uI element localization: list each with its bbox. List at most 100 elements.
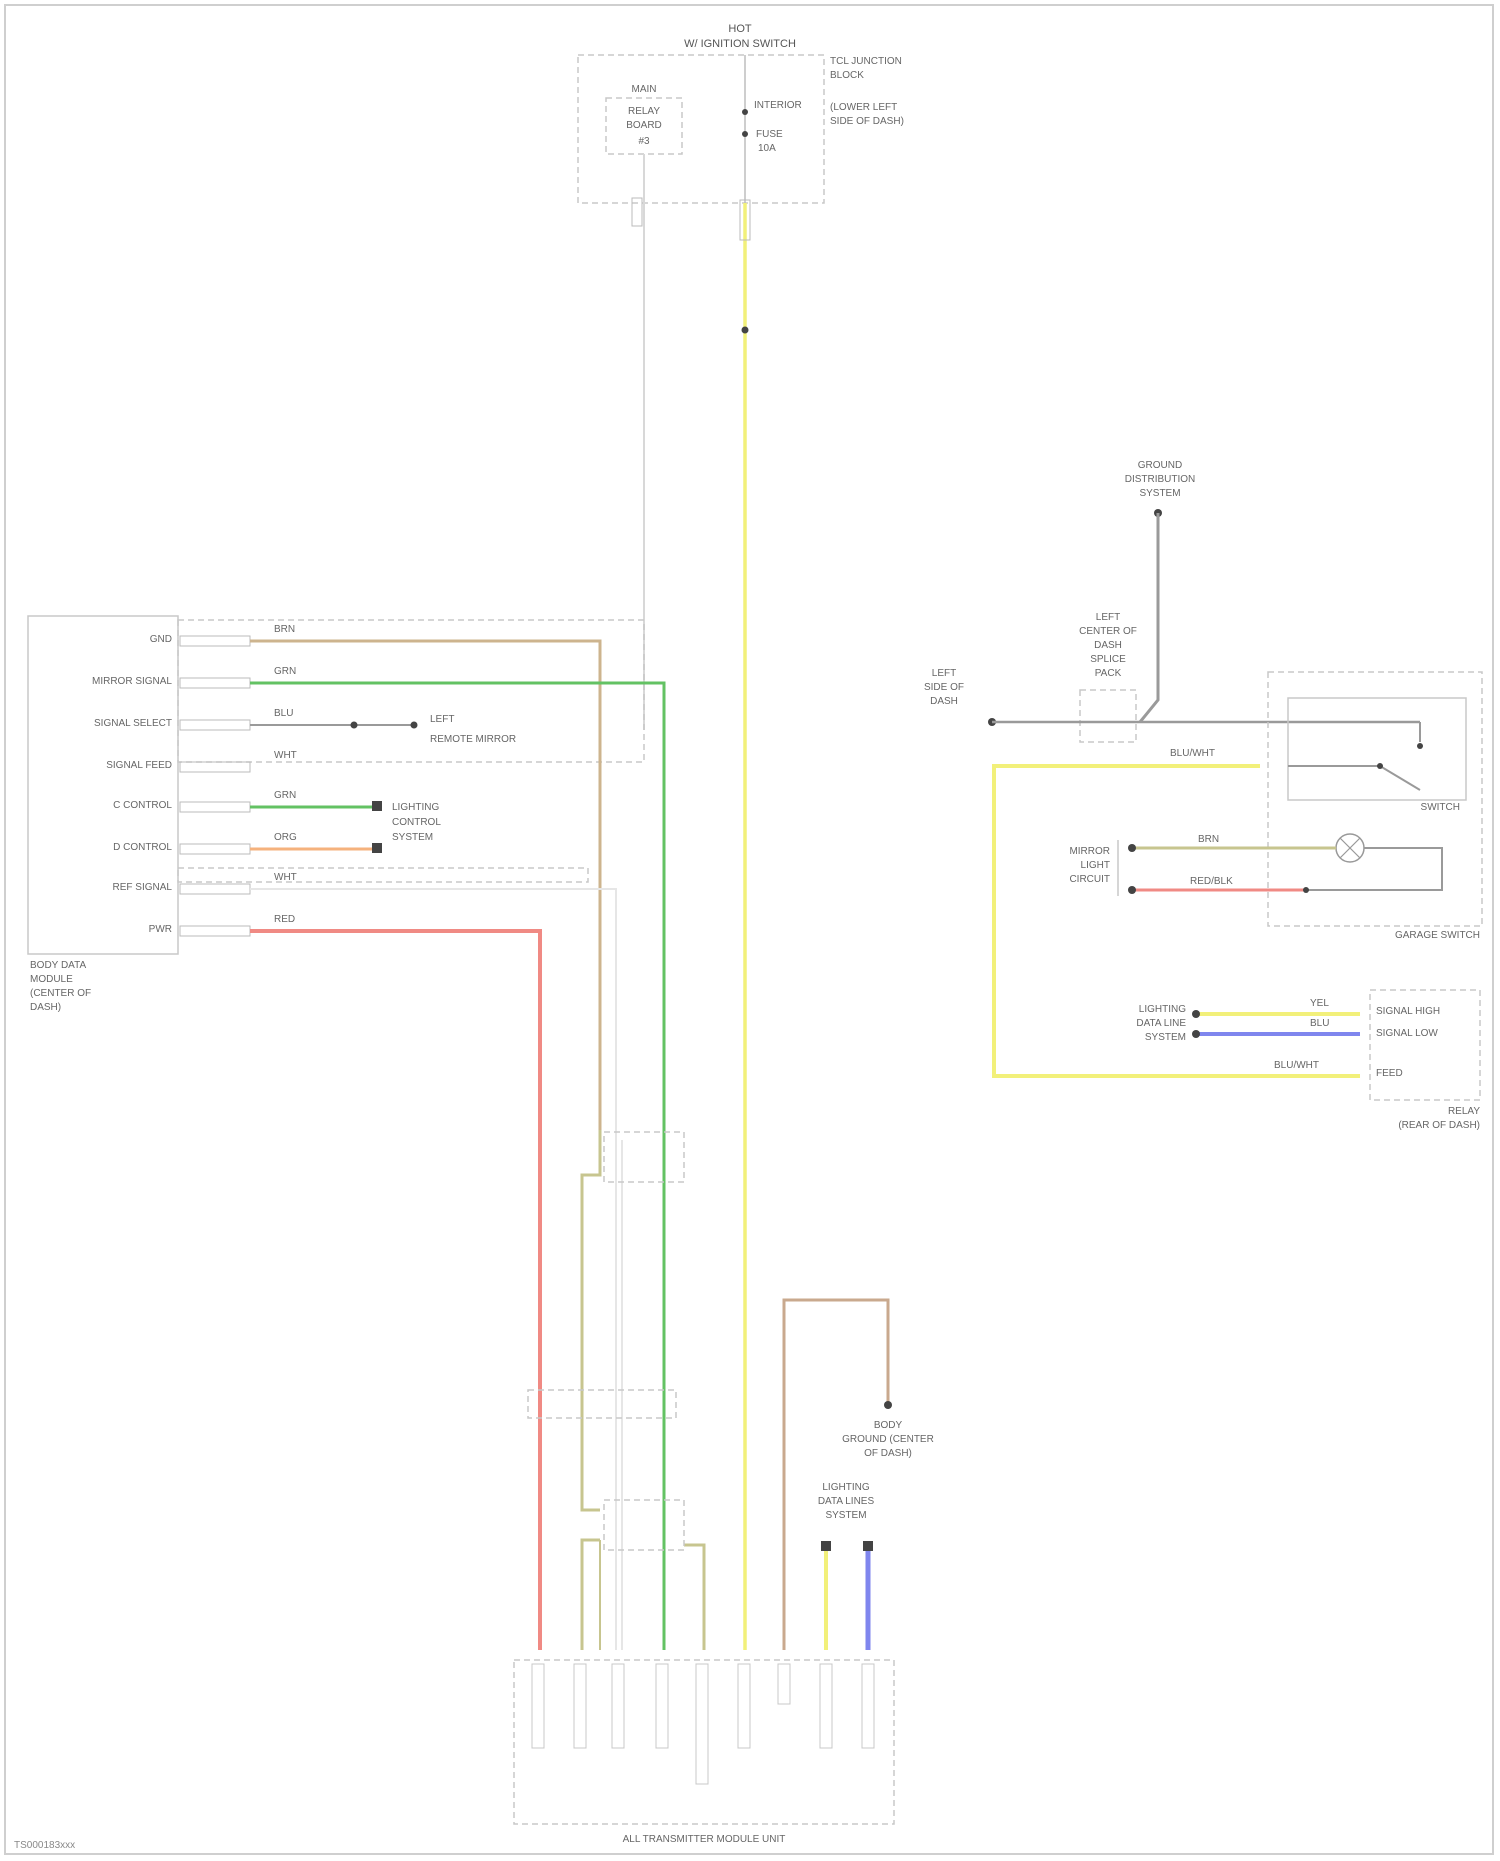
fuse-label-3: 10A (758, 143, 776, 154)
fuse-box-right-label-2: BLOCK (830, 70, 864, 81)
pin-label: PWR (149, 924, 172, 935)
lighting-label-1: LIGHTING (822, 1482, 869, 1493)
pin-wire-label: BRN (274, 624, 295, 635)
left-ground-label-3: DASH (930, 696, 958, 707)
wire-gray-ground (1140, 513, 1158, 722)
fuse-box-title-1: HOT (728, 23, 752, 35)
splice-box (1080, 690, 1136, 742)
rear-left-label-3: SYSTEM (1145, 1032, 1186, 1043)
bottom-module-outline (514, 1660, 894, 1824)
switch-label: SWITCH (1421, 802, 1460, 813)
ground-dist-label-3: SYSTEM (1139, 488, 1180, 499)
ground-dist-label-2: DISTRIBUTION (1125, 474, 1196, 485)
pin-label: C CONTROL (113, 800, 172, 811)
pin-label: GND (150, 634, 172, 645)
bottom-module-caption: ALL TRANSMITTER MODULE UNIT (623, 1834, 786, 1845)
rear-wire-1: YEL (1310, 998, 1329, 1009)
pin-label: SIGNAL SELECT (94, 718, 172, 729)
rear-pin-2: SIGNAL LOW (1376, 1028, 1438, 1039)
dest-a-label-2: REMOTE MIRROR (430, 734, 516, 745)
pin-wire-label: RED (274, 914, 295, 925)
body-module-pin: SIGNAL FEED WHT (106, 750, 297, 771)
left-ground-label-1: LEFT (932, 668, 956, 679)
dest-b-label-2: CONTROL (392, 817, 441, 828)
splice-label-1: LEFT (1096, 612, 1120, 623)
wire-brown (784, 1300, 888, 1650)
wire-junction-icon (1303, 887, 1309, 893)
mirror-light-label-3: CIRCUIT (1069, 874, 1110, 885)
wire-junction-icon (411, 722, 418, 729)
wire-green (250, 683, 664, 1650)
dest-a-label-1: LEFT (430, 714, 454, 725)
connector-icon (1192, 1030, 1200, 1038)
garage-switch-caption: GARAGE SWITCH (1395, 930, 1480, 941)
bottom-module: ALL TRANSMITTER MODULE UNIT (514, 1660, 894, 1845)
fuse-terminal-icon (742, 109, 748, 115)
splice-label-3: DASH (1094, 640, 1122, 651)
body-module-caption-2: MODULE (30, 974, 73, 985)
body-module-caption-4: DASH) (30, 1002, 61, 1013)
switch-contact-icon (1288, 766, 1420, 790)
left-ground-label-2: SIDE OF (924, 682, 964, 693)
fuse-box: HOT W/ IGNITION SWITCH TCL JUNCTION BLOC… (578, 23, 904, 203)
splice-label-4: SPLICE (1090, 654, 1126, 665)
body-module-dash-region-2 (178, 868, 588, 882)
wire-red (250, 931, 540, 1650)
relay-label-2: RELAY (628, 106, 660, 117)
fuse-label-1: INTERIOR (754, 100, 802, 111)
wire-white (250, 889, 616, 1650)
pin-label: D CONTROL (113, 842, 172, 853)
rear-wire-2: BLU (1310, 1018, 1329, 1029)
rear-pin-3: FEED (1376, 1068, 1403, 1079)
ground-icon (884, 1401, 892, 1409)
splice-label-2: CENTER OF (1079, 626, 1137, 637)
body-module-wires (250, 641, 664, 1650)
switch-box (1288, 698, 1466, 800)
center-harness: BODY GROUND (CENTER OF DASH) LIGHTING DA… (528, 1130, 934, 1650)
fuse-box-outline (578, 55, 824, 203)
connector-icon (821, 1541, 831, 1551)
pin-label: MIRROR SIGNAL (92, 676, 172, 687)
fuse-box-right-label-3: (LOWER LEFT (830, 102, 897, 113)
inline-connector (528, 1390, 676, 1418)
fuse-box-wires (632, 154, 750, 1650)
wire-khaki-lower (582, 1540, 600, 1650)
rear-pin-1: SIGNAL HIGH (1376, 1006, 1440, 1017)
pin-wire-label: ORG (274, 832, 297, 843)
wire-tan (250, 641, 600, 1130)
connector-icon (863, 1541, 873, 1551)
rear-module-caption-2: (REAR OF DASH) (1398, 1120, 1480, 1131)
switch-terminal-icon (1417, 743, 1423, 749)
splice-label-5: PACK (1095, 668, 1122, 679)
connector-icon (372, 843, 382, 853)
fuse-box-title-2: W/ IGNITION SWITCH (684, 38, 796, 50)
relay-label-3: BOARD (626, 120, 662, 131)
body-ground-label-3: OF DASH) (864, 1448, 912, 1459)
rear-module: SIGNAL HIGH SIGNAL LOW FEED RELAY (REAR … (1136, 990, 1480, 1131)
connector-icon (1128, 844, 1136, 852)
wire-khaki (582, 1130, 600, 1510)
connector-icon (372, 801, 382, 811)
mirror-light-label-1: MIRROR (1069, 846, 1110, 857)
wire-yellow-loop (994, 766, 1360, 1076)
garage-wire-2-label: RED/BLK (1190, 876, 1233, 887)
fuse-box-right-label-4: SIDE OF DASH) (830, 116, 904, 127)
connector-icon (632, 198, 642, 226)
garage-wire-top-label: BLU/WHT (1170, 748, 1215, 759)
body-module-caption-1: BODY DATA (30, 960, 86, 971)
pin-label: REF SIGNAL (113, 882, 173, 893)
fuse-box-right-label-1: TCL JUNCTION (830, 56, 902, 67)
ground-splice: GROUND DISTRIBUTION SYSTEM LEFT CENTER O… (924, 460, 1420, 742)
wire-khaki-3 (684, 1545, 704, 1650)
rear-left-label-1: LIGHTING (1139, 1004, 1186, 1015)
pin-wire-label: GRN (274, 666, 296, 677)
pin-wire-label: WHT (274, 872, 297, 883)
body-ground-label-1: BODY (874, 1420, 903, 1431)
footer-code: TS000183xxx (14, 1840, 75, 1851)
switch-pivot-icon (1377, 763, 1383, 769)
garage-switch-outline (1268, 672, 1482, 926)
pin-wire-label: WHT (274, 750, 297, 761)
connector-icon (1128, 886, 1136, 894)
pin-wire-label: GRN (274, 790, 296, 801)
